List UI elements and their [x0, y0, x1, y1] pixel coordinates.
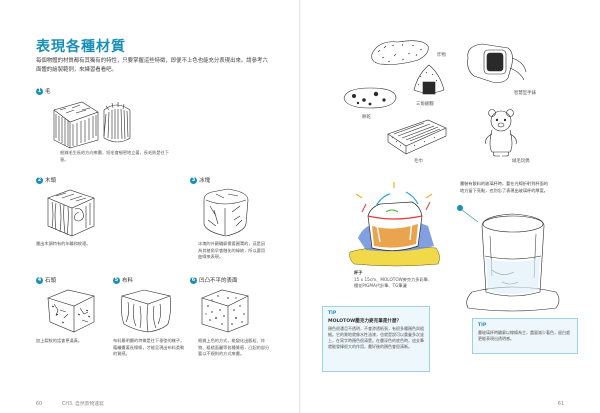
section-ice-caption: 冰塊的外觀輪廓需要圓潤的，這是因為其稜角早會融化的緣故，所以要用曲線來表現。	[198, 241, 266, 259]
section-label: 冰塊	[199, 178, 211, 184]
fried-food-illustration	[371, 40, 429, 65]
section-label: 木頭	[45, 178, 57, 184]
tip-tag: TIP	[478, 323, 487, 328]
uneven-cube-illustration	[201, 289, 249, 333]
section-label: 布料	[122, 278, 134, 284]
section-label: 凹凸不平的表面	[199, 278, 238, 284]
section-number: 1	[36, 87, 43, 95]
tip-box-molotow: TIP MOLOTOW壓克力麥克筆是什麼？ 顏色很濃且不透明，不會渗透紙張，有很…	[322, 306, 430, 372]
tip-box-glass: TIP 畫玻璃杯時輪廓以線條為主，盡量減少著色，留白處更能表現出透明感。	[472, 318, 578, 354]
section-ice-heading: 3 冰塊	[190, 176, 210, 184]
tip-title: MOLOTOW壓克力麥克筆是什麼？	[328, 319, 402, 324]
stone-cube-illustration	[47, 289, 95, 333]
teddy-bear-illustration	[485, 109, 517, 157]
label-bear: 絨毛玩偶	[512, 159, 530, 164]
glass-caption-line-1: 15 x 15cm、MOLOTOW麥克力多彩筆、	[354, 276, 433, 282]
smartwatch-illustration	[467, 43, 527, 83]
intro-paragraph: 每個物體的材質都有其獨有的特性，只要掌握這些特徵，即便不上色也能充分表現出來。請…	[36, 58, 268, 73]
label-fried: 炸物	[437, 53, 446, 58]
section-number: 6	[190, 276, 197, 284]
wood-cube-illustration	[47, 189, 95, 237]
tip-body: 畫玻璃杯時輪廓以線條為主，盡量減少著色，留白處更能表現出透明感。	[478, 330, 570, 341]
cloth-cube-illustration	[120, 289, 172, 333]
section-stone-heading: 4 石頭	[36, 276, 56, 284]
section-stone-caption: 加上裂紋的話會更逼真。	[36, 338, 83, 343]
section-fur-heading: 1 毛	[36, 87, 51, 95]
section-number: 3	[190, 176, 197, 184]
section-wood-caption: 畫出木頭特有的年輪和紋理。	[36, 241, 91, 246]
section-uneven-caption: 根據上色的方式，能變化出飯粒、炸物、粗糙面麗等各種質感，凸起的部分要以不規則的方…	[198, 338, 270, 356]
section-number: 4	[36, 276, 43, 284]
section-wood-heading: 2 木頭	[36, 176, 56, 184]
tip-body: 顏色很濃且不透明，不會渗透紙張，有很多種顏色與粗細。它的質地就像水性油漆，也就是…	[328, 326, 424, 349]
glass-caption-line-2: 櫻花PIGMA代針筆、TG筆灑	[354, 283, 407, 288]
page-gutter	[299, 0, 301, 413]
ice-cube-illustration	[203, 188, 249, 237]
section-number: 5	[113, 276, 120, 284]
chapter-footer: CH3. 自然景物速寫	[62, 402, 104, 407]
colored-glass-illustration	[349, 182, 440, 267]
section-uneven-heading: 6 凹凸不平的表面	[190, 276, 238, 284]
page-title: 表現各種材質	[36, 39, 126, 55]
label-cookie: 餅乾	[362, 115, 371, 120]
clear-glass-illustration	[457, 205, 560, 312]
cookie-illustration	[343, 87, 397, 109]
page-number-left: 60	[36, 402, 43, 407]
section-label: 毛	[45, 89, 51, 95]
page-number-right: 61	[557, 402, 564, 407]
section-number: 2	[36, 176, 43, 184]
fur-cube-illustration	[53, 101, 131, 149]
tip-tag: TIP	[328, 311, 337, 316]
towel-illustration	[387, 119, 447, 155]
label-watch: 智慧型手錶	[514, 91, 536, 96]
section-cloth-caption: 布料最明顯的特徵是往下垂墜的樣子，藉曬畫著長線條，才能呈現出布料柔軟的質感。	[113, 338, 185, 356]
onigiri-illustration	[413, 64, 445, 95]
glass-annotation: 畫裝有飲料的玻璃杯時，要在光線折射到杯面的地方留下亮點，也別忘了表現出玻璃杯的厚…	[460, 181, 548, 193]
label-towel: 毛巾	[414, 159, 423, 164]
glass-caption: 杯子 15 x 15cm、MOLOTOW麥克力多彩筆、 櫻花PIGMA代針筆、T…	[354, 270, 454, 290]
section-cloth-heading: 5 布料	[113, 276, 133, 284]
section-label: 石頭	[45, 278, 57, 284]
label-onigiri: 三角飯糰	[416, 102, 434, 107]
section-fur-caption: 根據毛生長的方向來畫，短毛會細密地立著，長毛則是往下垂。	[60, 150, 169, 162]
glass-caption-title: 杯子	[354, 270, 363, 275]
